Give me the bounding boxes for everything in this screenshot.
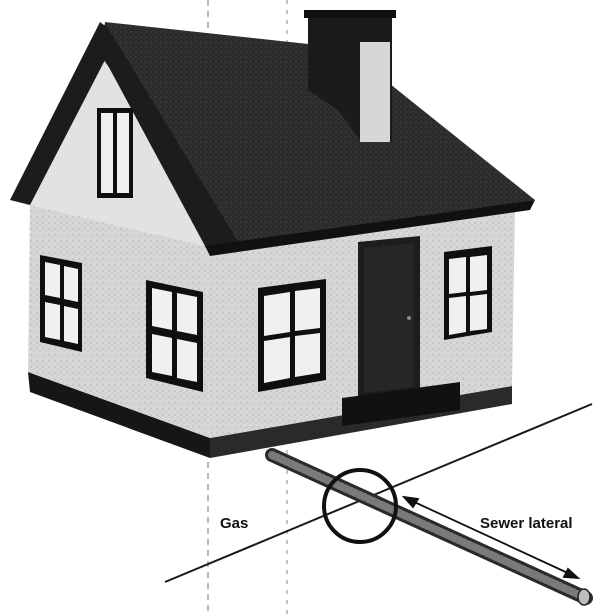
house <box>10 10 535 458</box>
window-front-left <box>258 279 326 392</box>
roof-main <box>100 22 535 245</box>
chimney-highlight <box>360 42 390 142</box>
sewer-lateral-label: Sewer lateral <box>480 515 573 532</box>
gas-label: Gas <box>220 515 248 532</box>
foundation-left <box>28 372 210 458</box>
sewer-direction-arrow <box>401 495 581 580</box>
roof-eave <box>205 200 535 256</box>
front-door <box>342 236 460 426</box>
sewer-lateral-pipe <box>265 448 593 606</box>
gas-line <box>164 403 593 583</box>
chimney-cap <box>304 10 396 18</box>
roof-front-edge <box>10 22 240 246</box>
attic-window <box>97 108 133 198</box>
window-left-far <box>40 255 82 352</box>
window-front-right <box>444 246 492 340</box>
connection-highlight-circle <box>322 468 398 544</box>
window-left-near <box>146 280 203 392</box>
